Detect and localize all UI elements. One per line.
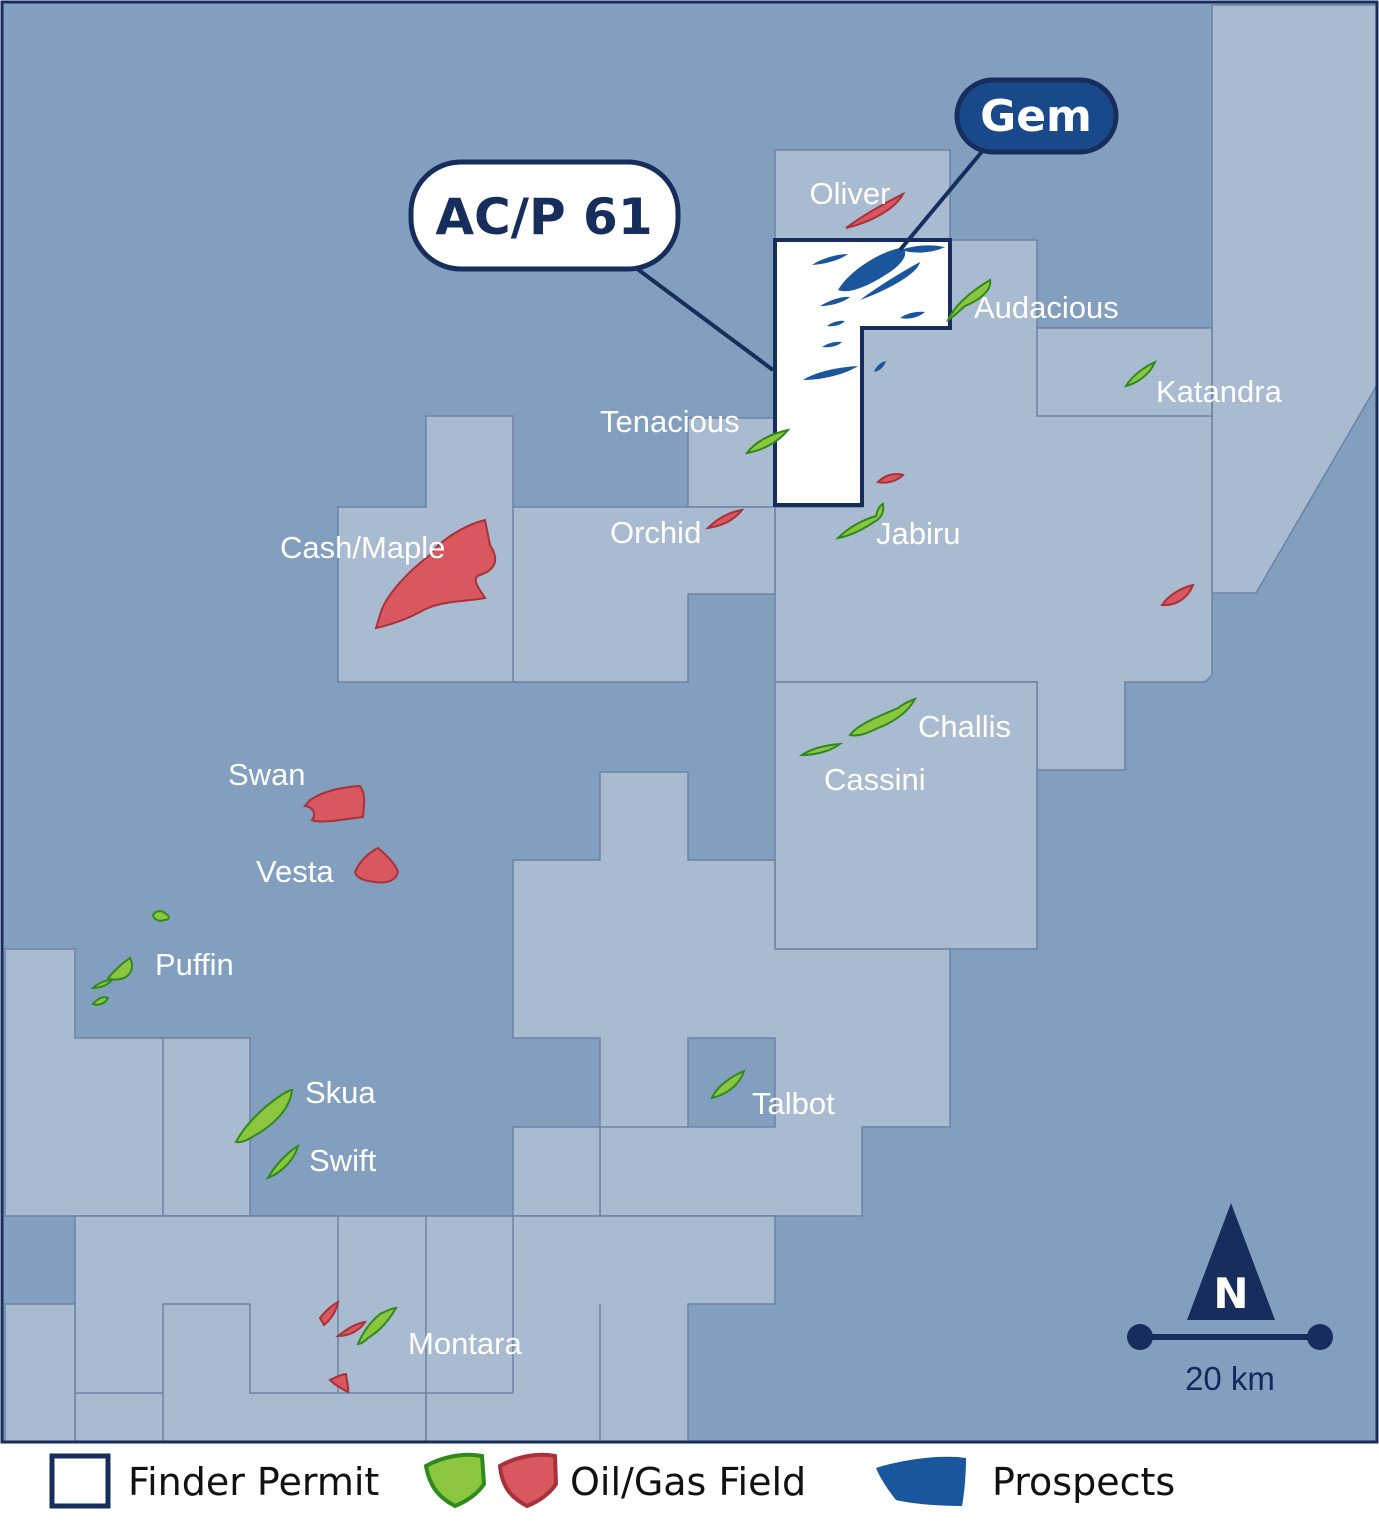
prospect-west xyxy=(820,296,850,306)
field-puffin xyxy=(106,956,133,981)
label-puffin: Puffin xyxy=(155,947,234,982)
label-audacious: Audacious xyxy=(974,290,1119,325)
label-tenacious: Tenacious xyxy=(600,404,740,439)
permit-callout xyxy=(408,159,681,272)
legend-finder-permit-label: Finder Permit xyxy=(128,1460,379,1504)
field-labels: Oliver Audacious Katandra Tenacious Cash… xyxy=(155,176,1283,1361)
permit-callout-label: AC/P 61 xyxy=(435,188,652,246)
oil-fields-group xyxy=(302,191,1195,1394)
permit-blocks xyxy=(4,4,1378,1443)
field-tenacious xyxy=(744,428,791,455)
legend-oil-field-swatch xyxy=(497,1452,559,1509)
field-montara-b xyxy=(335,1320,367,1338)
field-puffin-south xyxy=(91,996,110,1006)
field-vesta xyxy=(353,846,400,884)
scale-bar: 20 km xyxy=(1127,1324,1333,1397)
label-skua: Skua xyxy=(305,1075,376,1110)
gem-callout-label: Gem xyxy=(980,91,1092,142)
field-puffin-west xyxy=(90,978,115,990)
field-orchid xyxy=(705,508,745,530)
prospect-gem xyxy=(838,248,906,292)
label-montara: Montara xyxy=(408,1326,522,1361)
north-arrow-label: N xyxy=(1213,1269,1248,1318)
legend-gas-field-swatch xyxy=(423,1452,487,1509)
prospect-gem-east xyxy=(860,262,920,300)
label-challis: Challis xyxy=(918,709,1011,744)
field-montara-a xyxy=(318,1300,340,1327)
field-skua xyxy=(234,1088,294,1144)
north-arrow-icon: N xyxy=(1187,1203,1275,1320)
block-cash-maple xyxy=(337,415,776,683)
label-orchid: Orchid xyxy=(610,515,701,550)
field-talbot xyxy=(710,1069,746,1100)
block-talbot-south xyxy=(512,1126,601,1217)
legend: Finder Permit Oil/Gas Field Prospects xyxy=(49,1452,1175,1509)
prospects-group xyxy=(803,245,945,380)
block-katandra xyxy=(1036,327,1213,417)
field-jabiru xyxy=(835,502,885,540)
field-challis xyxy=(848,697,918,737)
label-swift: Swift xyxy=(309,1143,377,1178)
legend-finder-permit-swatch xyxy=(49,1453,111,1509)
label-cassini: Cassini xyxy=(824,762,926,797)
block-challis xyxy=(774,681,1038,950)
field-jabiru-north xyxy=(876,472,905,484)
field-swift xyxy=(265,1143,300,1181)
label-oliver: Oliver xyxy=(810,176,891,211)
field-montara xyxy=(356,1306,398,1346)
permit-leader-line xyxy=(634,266,775,372)
field-oliver xyxy=(845,191,906,229)
finder-permit-acp61 xyxy=(773,238,952,507)
legend-oil-gas-field-label: Oil/Gas Field xyxy=(570,1460,806,1504)
legend-prospects-label: Prospects xyxy=(992,1460,1175,1504)
scale-bar-label: 20 km xyxy=(1185,1360,1275,1397)
field-katandra xyxy=(1123,360,1157,388)
field-cassini xyxy=(798,742,844,757)
gem-leader-line xyxy=(898,146,987,252)
prospect-mid xyxy=(827,320,845,327)
label-talbot: Talbot xyxy=(752,1086,835,1121)
prospect-northwest xyxy=(812,254,848,265)
prospect-outside xyxy=(874,361,886,372)
map-frame xyxy=(0,0,1379,1444)
field-swan xyxy=(302,784,366,823)
field-east xyxy=(1160,583,1195,607)
label-cash-maple: Cash/Maple xyxy=(280,530,445,565)
prospect-mid-south xyxy=(822,341,842,348)
field-puffin-north xyxy=(151,910,170,922)
prospect-northeast xyxy=(900,245,945,253)
block-tenacious xyxy=(687,417,776,508)
gem-callout xyxy=(954,77,1119,155)
prospect-east xyxy=(900,311,925,319)
label-swan: Swan xyxy=(228,757,306,792)
block-southwest xyxy=(4,1303,76,1443)
field-audacious xyxy=(945,278,992,323)
gas-fields-group xyxy=(90,278,1157,1346)
legend-prospects-swatch xyxy=(876,1456,966,1506)
label-katandra: Katandra xyxy=(1156,374,1283,409)
label-vesta: Vesta xyxy=(256,854,334,889)
field-montara-c xyxy=(328,1372,350,1394)
label-jabiru: Jabiru xyxy=(876,516,960,551)
field-cash-maple xyxy=(374,518,497,630)
prospect-south xyxy=(803,366,858,380)
